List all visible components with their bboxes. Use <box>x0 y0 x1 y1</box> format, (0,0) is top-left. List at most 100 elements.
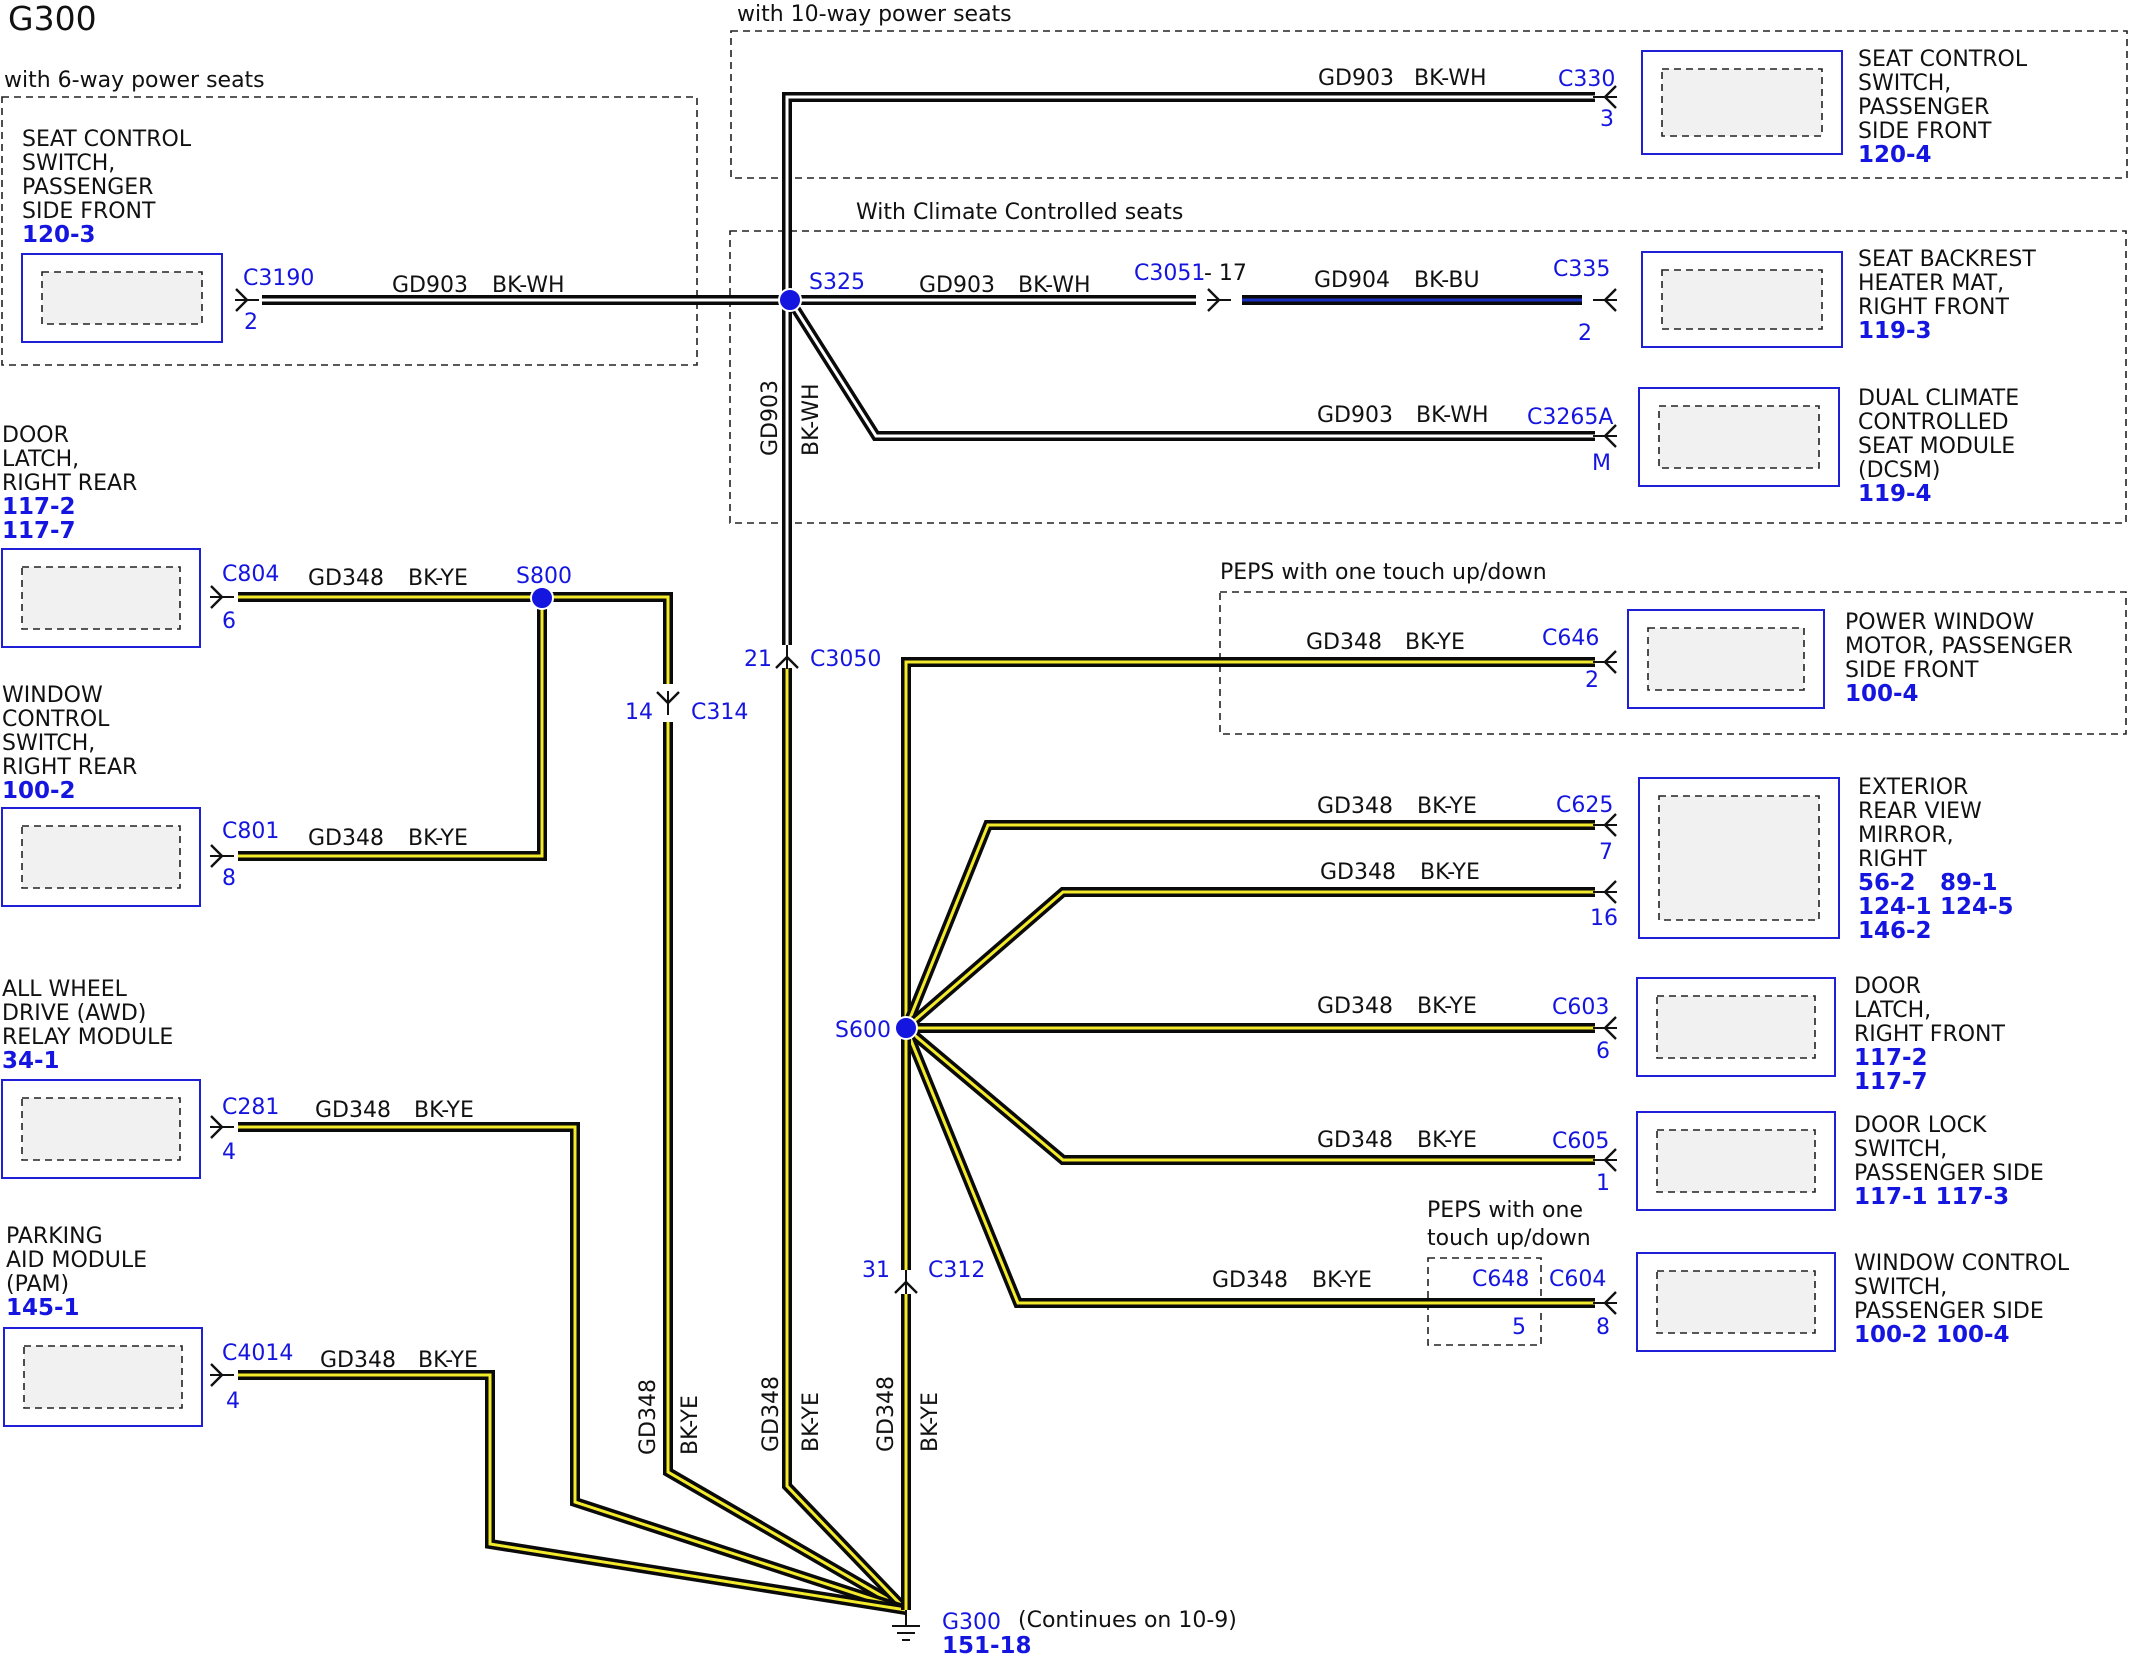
connector-c312-pin: 31 <box>862 1258 890 1283</box>
group-label-climate: With Climate Controlled seats <box>856 200 1183 225</box>
connector-c603-id: C603 <box>1552 995 1609 1020</box>
component-ref[interactable]: 117-7 <box>2 518 76 544</box>
connector-c4014-id: C4014 <box>222 1341 293 1366</box>
connector-labels: C3190 2 C330 3 C3051 - 17 C335 2 C3265A … <box>222 67 1618 1414</box>
connector-c625-16-arrow <box>1593 880 1617 904</box>
wire-label-c646-circuit: GD348 <box>1306 630 1382 655</box>
connector-c604-pin: 8 <box>1596 1315 1610 1340</box>
wire-label-c3265a-color: BK-WH <box>1416 403 1489 428</box>
connector-c804-pin: 6 <box>222 609 236 634</box>
component-ref[interactable]: 34-1 <box>2 1048 60 1074</box>
connector-c604-id: C604 <box>1549 1267 1606 1292</box>
component-ref[interactable]: 146-2 <box>1858 918 1932 944</box>
splice-s800-dot <box>530 586 554 610</box>
splice-s325-label: S325 <box>809 270 865 295</box>
component-ref[interactable]: 120-3 <box>22 222 96 248</box>
component-name-line: (DCSM) <box>1858 458 1940 483</box>
connector-c605-pin: 1 <box>1596 1171 1610 1196</box>
component-ref[interactable]: 117-2 <box>1854 1045 1928 1071</box>
component-name-line: AID MODULE <box>6 1248 147 1273</box>
connector-c625-id: C625 <box>1556 793 1613 818</box>
component-ref[interactable]: 119-3 <box>1858 318 1932 344</box>
connector-c646-pin: 2 <box>1585 668 1599 693</box>
component-name-line: DOOR <box>2 423 69 448</box>
wire-c4014-g300 <box>238 1370 907 1615</box>
connector-c335-id: C335 <box>1553 257 1610 282</box>
component-ref[interactable]: 100-4 <box>1936 1322 2010 1348</box>
component-name-line: WINDOW <box>2 683 103 708</box>
connector-c3050-pin: 21 <box>744 647 772 672</box>
wire-label-c3190-circuit: GD903 <box>392 273 468 298</box>
wire-c3050-g300 <box>782 668 910 1614</box>
group-box-peps <box>1219 591 2127 735</box>
component-name-line: PASSENGER SIDE <box>1854 1161 2044 1186</box>
wire-label-c3190-color: BK-WH <box>492 273 565 298</box>
wire-label-c312down-color: BK-YE <box>918 1392 943 1452</box>
connector-c625-pin16: 16 <box>1590 906 1618 931</box>
connector-c312-id: C312 <box>928 1258 985 1283</box>
connector-c3190-id: C3190 <box>243 266 314 291</box>
component-name-line: HEATER MAT, <box>1858 271 2004 296</box>
component-name-line: PASSENGER <box>1858 95 1989 120</box>
wire-s600-c646 <box>901 657 1598 1028</box>
wire-label-c801-color: BK-YE <box>408 826 468 851</box>
component-ref[interactable]: 89-1 <box>1940 870 1998 896</box>
connector-c605-id: C605 <box>1552 1129 1609 1154</box>
component-name-line: SWITCH, <box>1858 71 1951 96</box>
wire-label-c3265a-circuit: GD903 <box>1317 403 1393 428</box>
component-inner-box <box>1658 795 1820 921</box>
group-box-6way <box>1 96 698 366</box>
connector-c648-id: C648 <box>1472 1267 1529 1292</box>
component-inner-box <box>41 271 203 325</box>
splice-s600-label: S600 <box>835 1018 891 1043</box>
component-name-line: MIRROR, <box>1858 823 1954 848</box>
wire-label-c4014-color: BK-YE <box>418 1348 478 1373</box>
component-ref[interactable]: 56-2 <box>1858 870 1916 896</box>
connector-c281-pin: 4 <box>222 1140 236 1165</box>
wire-c281-g300 <box>238 1122 908 1615</box>
wire-s600-c604 <box>901 1026 1598 1308</box>
group-label-peps-small-1: PEPS with one <box>1427 1198 1583 1223</box>
component-ref[interactable]: 117-2 <box>2 494 76 520</box>
component-ref[interactable]: 145-1 <box>6 1295 80 1321</box>
connector-c625-pin7: 7 <box>1599 840 1613 865</box>
connector-c335-pin: 2 <box>1578 321 1592 346</box>
component-ref[interactable]: 124-1 <box>1858 894 1932 920</box>
component-name-line: CONTROLLED <box>1858 410 2009 435</box>
component-ref[interactable]: 119-4 <box>1858 481 1932 507</box>
wire-label-c312down-circuit: GD348 <box>874 1376 899 1452</box>
group-label-10way: with 10-way power seats <box>737 2 1012 27</box>
splice-s325-dot <box>778 288 802 312</box>
component-ref[interactable]: 100-2 <box>2 778 76 804</box>
wire-s325-c330 <box>782 92 1600 300</box>
connector-c281-id: C281 <box>222 1095 279 1120</box>
wire-label-c335-circuit: GD904 <box>1314 268 1390 293</box>
component-ref[interactable]: 124-5 <box>1940 894 2014 920</box>
wire-label-c330-circuit: GD903 <box>1318 66 1394 91</box>
component-ref[interactable]: 100-2 <box>1854 1322 1928 1348</box>
wire-label-c603-color: BK-YE <box>1417 994 1477 1019</box>
ground-symbol <box>892 1610 920 1641</box>
component-name-line: DOOR <box>1854 974 1921 999</box>
component-inner-box <box>1661 68 1823 137</box>
component-ref[interactable]: 100-4 <box>1845 681 1919 707</box>
wire-s800-c801 <box>238 597 547 861</box>
component-ref[interactable]: 117-7 <box>1854 1069 1928 1095</box>
component-name-line: LATCH, <box>1854 998 1931 1023</box>
component-name-line: SIDE FRONT <box>1845 658 1979 683</box>
component-name-line: SEAT CONTROL <box>22 127 192 152</box>
connector-c3050-arrow <box>775 645 799 669</box>
wire-label-c625a-color: BK-YE <box>1417 794 1477 819</box>
wire-label-c314down-color: BK-YE <box>678 1395 703 1455</box>
component-name-line: PASSENGER SIDE <box>1854 1299 2044 1324</box>
component-inner-box <box>1656 995 1816 1059</box>
connector-c646-arrow <box>1593 650 1617 674</box>
connector-c801-arrow <box>210 844 234 868</box>
component-ref[interactable]: 120-4 <box>1858 142 1932 168</box>
component-ref[interactable]: 117-1 117-3 <box>1854 1184 2009 1210</box>
